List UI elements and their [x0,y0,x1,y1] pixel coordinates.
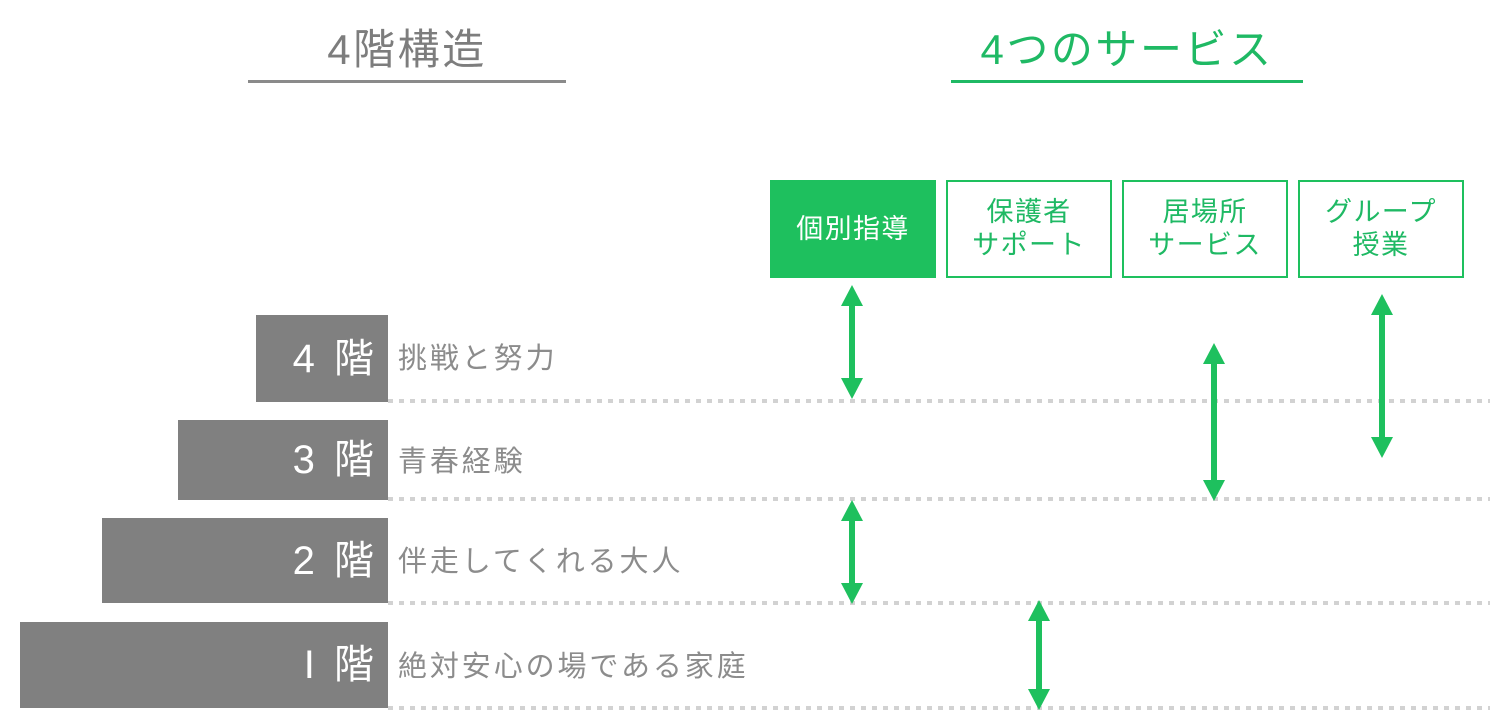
service-box-place[interactable]: 居場所 サービス [1122,180,1288,278]
service-box-guardian-support[interactable]: 保護者 サポート [946,180,1112,278]
arrow-place [1200,343,1228,501]
floor-bar-label: I 階 [303,643,378,687]
arrow-individual-upper [838,285,866,399]
floor-bar-1[interactable]: I 階 [20,622,388,708]
service-box-label: サービス [1148,230,1262,260]
service-box-label: 授業 [1352,230,1410,260]
baseline-floor-2 [388,601,1490,605]
left-panel-title-underline [248,80,566,83]
left-panel-title: 4階構造 [327,26,487,73]
arrow-individual-lower [838,500,866,604]
floor-description-3: 青春経験 [398,446,526,478]
arrow-guardian-support [1025,600,1053,710]
service-box-label: 居場所 [1162,197,1248,228]
floor-description-1: 絶対安心の場である家庭 [398,651,749,683]
arrow-group-class [1368,294,1396,458]
floor-bar-label: 4 階 [292,336,378,381]
floor-bar-3[interactable]: 3 階 [178,420,388,500]
floor-description-2: 伴走してくれる大人 [398,546,684,578]
floor-description-4: 挑戦と努力 [398,343,558,375]
right-panel-title: 4つのサービス [980,26,1274,73]
service-box-group-class[interactable]: グループ 授業 [1298,180,1464,278]
service-box-label: 個別指導 [796,213,910,244]
baseline-floor-3 [388,497,1490,501]
floor-bar-2[interactable]: 2 階 [102,518,388,603]
service-box-label: 保護者 [986,197,1072,228]
service-box-label: サポート [972,230,1086,260]
service-box-label: グループ [1325,197,1437,228]
floor-bar-4[interactable]: 4 階 [256,315,388,402]
right-panel-title-underline [951,80,1303,83]
baseline-floor-4 [388,399,1490,403]
floor-bar-label: 2 階 [292,538,378,583]
floor-bar-label: 3 階 [292,438,378,482]
baseline-floor-1 [388,706,1490,710]
service-box-individual[interactable]: 個別指導 [770,180,936,278]
